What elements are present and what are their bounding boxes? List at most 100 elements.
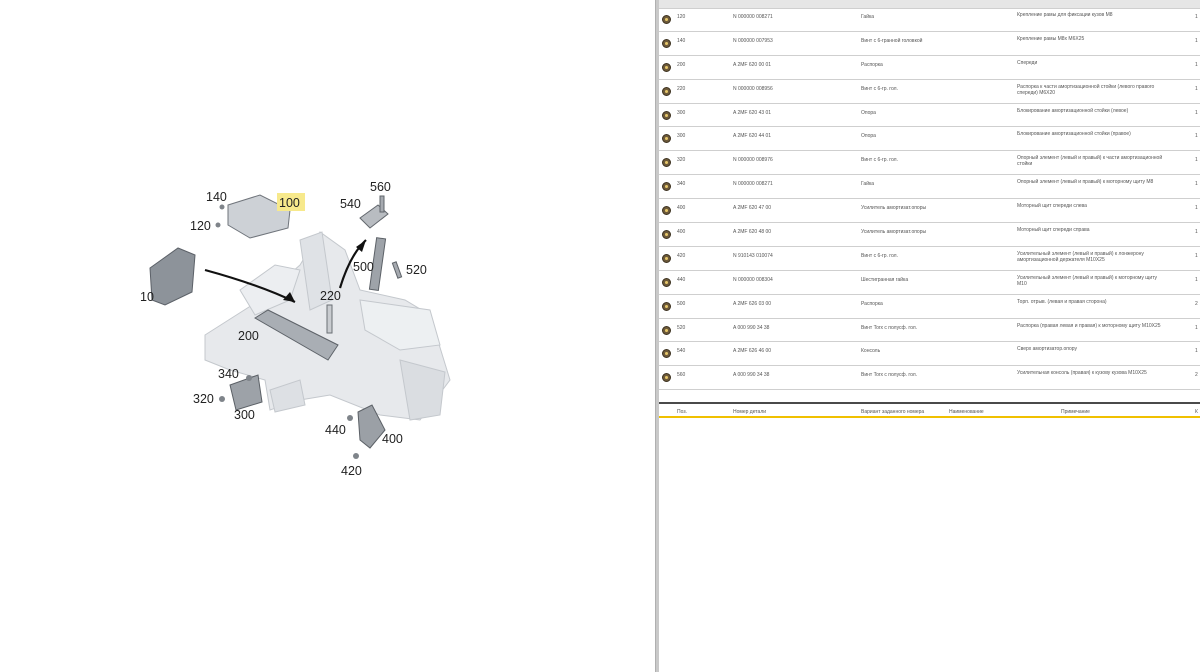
header-quantity[interactable]: К: [1195, 409, 1198, 415]
callout-220[interactable]: 220: [320, 289, 341, 303]
part-info-icon[interactable]: [662, 134, 671, 144]
part-440-nut[interactable]: [347, 415, 353, 421]
cell-note: Распорка (правая левая и правая) к мотор…: [1017, 322, 1161, 329]
part-info-icon[interactable]: [662, 277, 671, 287]
cell-part-number: A 2MF 620 43 01: [733, 109, 772, 116]
table-top-strip: [659, 0, 1200, 9]
part-140-bolt[interactable]: [219, 204, 225, 210]
callout-100[interactable]: 100: [279, 196, 300, 210]
part-100-bracket[interactable]: [227, 194, 291, 239]
cell-quantity: 2: [1195, 372, 1198, 379]
part-info-icon[interactable]: [662, 62, 671, 72]
part-500-strut[interactable]: [368, 237, 387, 292]
cell-note: Блокирование амортизационной стойки (пра…: [1017, 131, 1131, 138]
part-220-bolt[interactable]: [326, 304, 333, 334]
cell-part-number: A 2MF 626 03 00: [733, 300, 772, 307]
part-10-bracket[interactable]: [149, 247, 196, 306]
cell-position: 300: [677, 133, 686, 140]
part-200-strut[interactable]: [254, 309, 339, 361]
part-info-icon[interactable]: [662, 349, 671, 359]
part-120-nut[interactable]: [215, 222, 221, 228]
cell-quantity: 1: [1195, 37, 1198, 44]
part-info-icon[interactable]: [662, 253, 671, 263]
cell-position: 200: [677, 61, 686, 68]
assembly-arrowhead-500: [356, 240, 366, 252]
part-info-icon[interactable]: [662, 15, 671, 24]
cell-position: 340: [677, 181, 686, 188]
cell-name: Винт Torx с полусф. гол.: [861, 372, 918, 379]
cell-part-number: A 2MF 620 44 01: [733, 133, 772, 140]
callout-200[interactable]: 200: [238, 329, 259, 343]
header-name[interactable]: Наименование: [949, 409, 984, 415]
part-340-nut[interactable]: [246, 375, 252, 381]
callout-120[interactable]: 120: [190, 219, 211, 233]
cell-name: Распорка: [861, 61, 883, 68]
cell-note: Усилительный элемент (левый и правый) к …: [1017, 274, 1158, 287]
part-520-bolt[interactable]: [391, 261, 403, 279]
part-info-icon[interactable]: [662, 182, 671, 192]
part-info-icon[interactable]: [662, 373, 671, 383]
cell-note: Распорка к части амортизационной стойки …: [1017, 83, 1155, 96]
part-info-icon[interactable]: [662, 301, 671, 311]
cell-part-number: A 000 990 34 38: [733, 372, 770, 379]
callout-140[interactable]: 140: [206, 190, 227, 204]
callout-520[interactable]: 520: [406, 263, 427, 277]
header-position[interactable]: Поз.: [677, 409, 687, 415]
callout-320[interactable]: 320: [193, 392, 214, 406]
cell-note: Опорный элемент (левый и правый) к части…: [1017, 155, 1163, 168]
callout-300[interactable]: 300: [234, 408, 255, 422]
callout-560[interactable]: 560: [370, 180, 391, 194]
cell-position: 320: [677, 157, 686, 164]
callout-400[interactable]: 400: [382, 432, 403, 446]
callout-500[interactable]: 500: [353, 260, 374, 274]
cell-quantity: 1: [1195, 276, 1198, 283]
cell-name: Винт Torx с полусф. гол.: [861, 324, 918, 331]
pane-splitter[interactable]: [655, 0, 660, 672]
cell-position: 420: [677, 252, 686, 259]
callout-10[interactable]: 10: [140, 290, 154, 304]
cell-quantity: 1: [1195, 133, 1198, 140]
cell-part-number: N 000000 007953: [733, 37, 773, 44]
part-info-icon[interactable]: [662, 325, 671, 335]
part-560-bolt[interactable]: [379, 195, 385, 213]
cell-quantity: 1: [1195, 14, 1198, 20]
callout-420[interactable]: 420: [341, 464, 362, 478]
part-400-reinforcement[interactable]: [357, 404, 386, 449]
part-info-icon[interactable]: [662, 38, 671, 48]
header-part-number[interactable]: Номер детали: [733, 409, 767, 415]
callout-440[interactable]: 440: [325, 423, 346, 437]
callout-540[interactable]: 540: [340, 197, 361, 211]
part-info-icon[interactable]: [662, 110, 671, 120]
part-info-icon[interactable]: [662, 230, 671, 240]
part-info-icon[interactable]: [662, 158, 671, 168]
cell-note: Моторный щит спереди справа: [1017, 227, 1090, 234]
cell-position: 300: [677, 109, 686, 116]
part-320-bolt[interactable]: [219, 396, 225, 402]
header-note[interactable]: Примечание: [1061, 409, 1090, 415]
cell-position: 120: [677, 14, 686, 20]
cell-quantity: 1: [1195, 348, 1198, 355]
header-replacement[interactable]: Вариант заданного номера: [861, 409, 925, 415]
cell-quantity: 1: [1195, 181, 1198, 188]
part-info-icon[interactable]: [662, 86, 671, 96]
part-info-icon[interactable]: [662, 206, 671, 216]
part-420-bolt[interactable]: [353, 453, 359, 459]
callout-340[interactable]: 340: [218, 367, 239, 381]
